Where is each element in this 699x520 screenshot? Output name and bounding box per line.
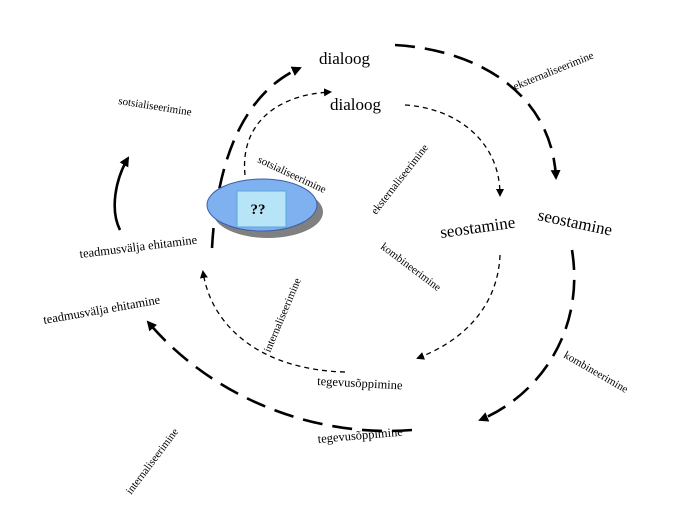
outer-arc-solid-left [113,156,130,231]
outer-label-sotsialiseerimine: sotsialiseerimine [118,95,193,118]
outer-arc-eksternaliseerimine [394,43,561,180]
inner-arc-kombineerimine [416,254,501,360]
inner-label-seostamine: seostamine [439,213,516,242]
inner-arc-internaliseerimine [199,270,346,373]
outer-label-eksternaliseerimine: eksternaliseerimine [512,50,596,93]
outer-label-kombineerimine: kombineerimine [562,349,631,395]
inner-label-internaliseerimine: internaliseerimine [262,276,304,354]
inner-label-tegevusoppimine: tegevusõppimine [317,374,403,392]
inner-label-eksternaliseerimine: eksternaliseerimine [369,142,431,217]
outer-label-dialoog: dialoog [319,49,370,68]
inner-label-dialoog: dialoog [330,95,381,114]
center-node: ?? [206,178,323,238]
outer-label-internaliseerimine: internaliseerimine [124,426,181,497]
outer-label-seostamine: seostamine [536,205,614,239]
inner-spiral [199,88,504,373]
outer-arc-kombineerimine [478,249,576,422]
outer-label-tegevusoppimine: tegevusõppimine [317,425,404,446]
inner-arc-eksternaliseerimine [404,104,504,197]
outer-label-teadmusvalja-ehitamine: teadmusvälja ehitamine [42,293,161,327]
outer-arc-internaliseerimine [146,320,413,433]
inner-label-kombineerimine: kombineerimine [378,241,443,294]
inner-arc-sotsialiseerimine [243,88,332,176]
inner-label-teadmusvalja-ehitamine: teadmusvälja ehitamine [79,233,199,261]
center-box-label: ?? [251,202,266,218]
center-box [236,190,287,228]
